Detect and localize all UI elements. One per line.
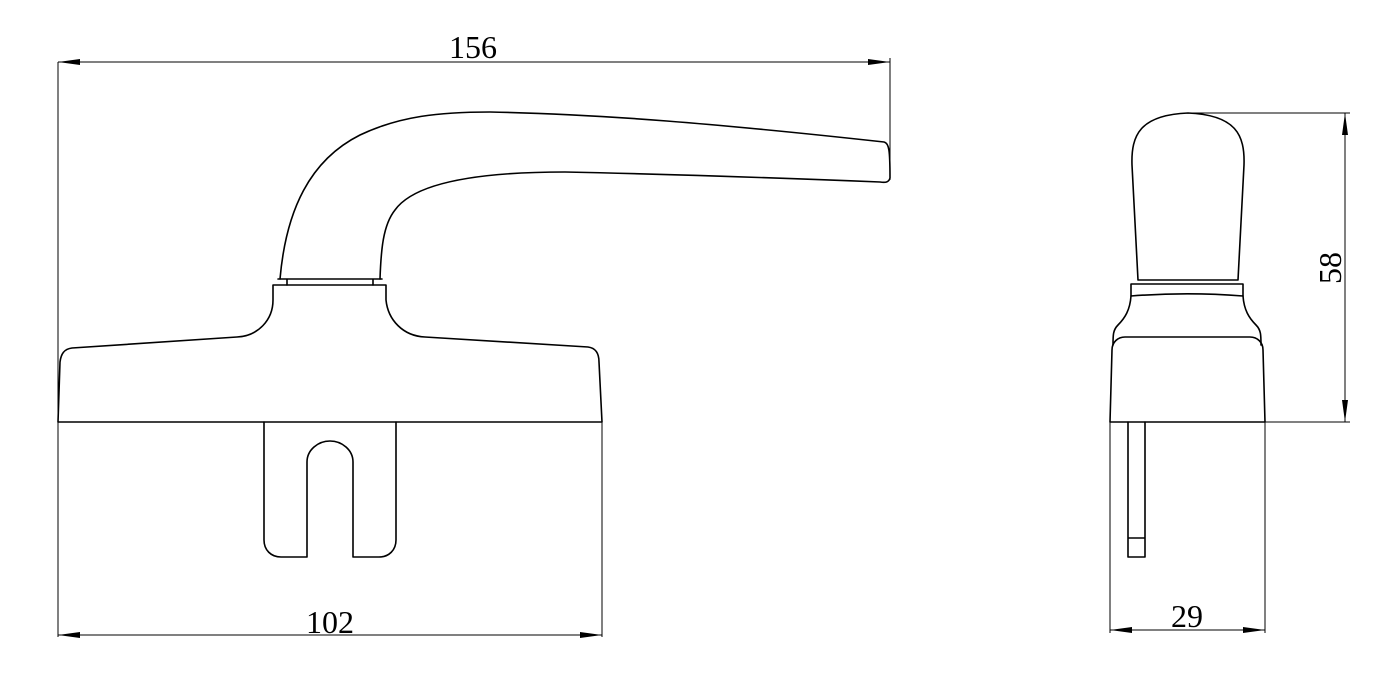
spindle <box>263 421 397 558</box>
arrowhead <box>1342 113 1348 135</box>
arrowhead <box>580 632 602 638</box>
dimension-label-height: 58 <box>1312 252 1348 284</box>
side-view: 58 29 <box>1109 112 1350 634</box>
handle-base <box>57 284 603 423</box>
arrowhead <box>58 59 80 65</box>
handle-collar <box>277 278 383 286</box>
knob <box>1131 112 1245 281</box>
front-view: 156 102 <box>57 29 891 640</box>
handle-lever <box>279 111 891 280</box>
dimension-label-base: 102 <box>306 604 354 640</box>
side-spindle <box>1127 421 1146 558</box>
dimension-label-width: 29 <box>1171 598 1203 634</box>
arrowhead <box>1243 627 1265 633</box>
knob-collar <box>1130 283 1244 297</box>
side-base <box>1109 336 1266 423</box>
arrowhead <box>868 59 890 65</box>
arrowhead <box>1110 627 1132 633</box>
dimension-label-length: 156 <box>449 29 497 65</box>
side-neck <box>1112 295 1262 346</box>
arrowhead <box>1342 400 1348 422</box>
arrowhead <box>58 632 80 638</box>
